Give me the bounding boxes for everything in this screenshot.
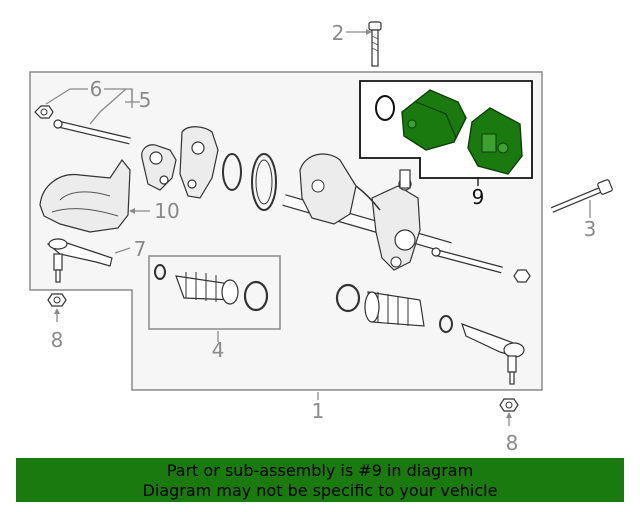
bellows-boot-left[interactable] <box>175 272 239 305</box>
callout-10: 10 <box>154 199 179 223</box>
boot-clamp-small-right[interactable] <box>439 315 453 333</box>
bolt-part-2[interactable] <box>368 21 382 67</box>
boot-clamp-large-left[interactable] <box>243 280 269 312</box>
nut-part-6[interactable] <box>34 105 54 119</box>
callout-2: 2 <box>332 21 345 45</box>
callout-4: 4 <box>212 338 225 362</box>
banner-line-2: Diagram may not be specific to your vehi… <box>142 481 498 500</box>
highlight-notice-banner: Part or sub-assembly is #9 in diagram Di… <box>16 458 624 502</box>
tie-rod-end-part-7[interactable] <box>46 238 113 283</box>
nut-part-8-right[interactable] <box>499 398 519 412</box>
control-module-part-9[interactable] <box>467 107 523 175</box>
motor-assembly-part-9[interactable] <box>401 89 467 151</box>
callout-7: 7 <box>134 237 147 261</box>
boot-clamp-small-left[interactable] <box>154 264 166 280</box>
callout-9: 9 <box>472 185 485 209</box>
boot-clamp-large-right[interactable] <box>335 283 361 313</box>
steering-gear-assembly-part-1[interactable] <box>282 153 452 271</box>
inner-tie-rod-right-part[interactable] <box>431 247 531 283</box>
callout-8-left: 8 <box>51 328 64 352</box>
pinion-housing-part[interactable] <box>141 144 177 191</box>
heat-shield-part-10[interactable] <box>39 158 131 233</box>
callout-3: 3 <box>584 217 597 241</box>
tie-rod-end-right-part[interactable] <box>461 323 525 385</box>
oring-part-9[interactable] <box>375 95 395 121</box>
nut-part-8-left[interactable] <box>47 293 67 307</box>
callout-8-right: 8 <box>506 431 519 455</box>
callout-5: 5 <box>139 88 152 112</box>
bellows-boot-right[interactable] <box>364 291 425 327</box>
inner-tie-rod-part-5[interactable] <box>53 119 131 145</box>
banner-line-1: Part or sub-assembly is #9 in diagram <box>166 461 474 480</box>
callout-6: 6 <box>90 77 103 101</box>
bolt-part-3[interactable] <box>550 179 613 213</box>
callout-1: 1 <box>312 399 325 423</box>
mounting-bracket-part[interactable] <box>179 126 219 199</box>
seal-ring-parts[interactable] <box>222 153 277 211</box>
